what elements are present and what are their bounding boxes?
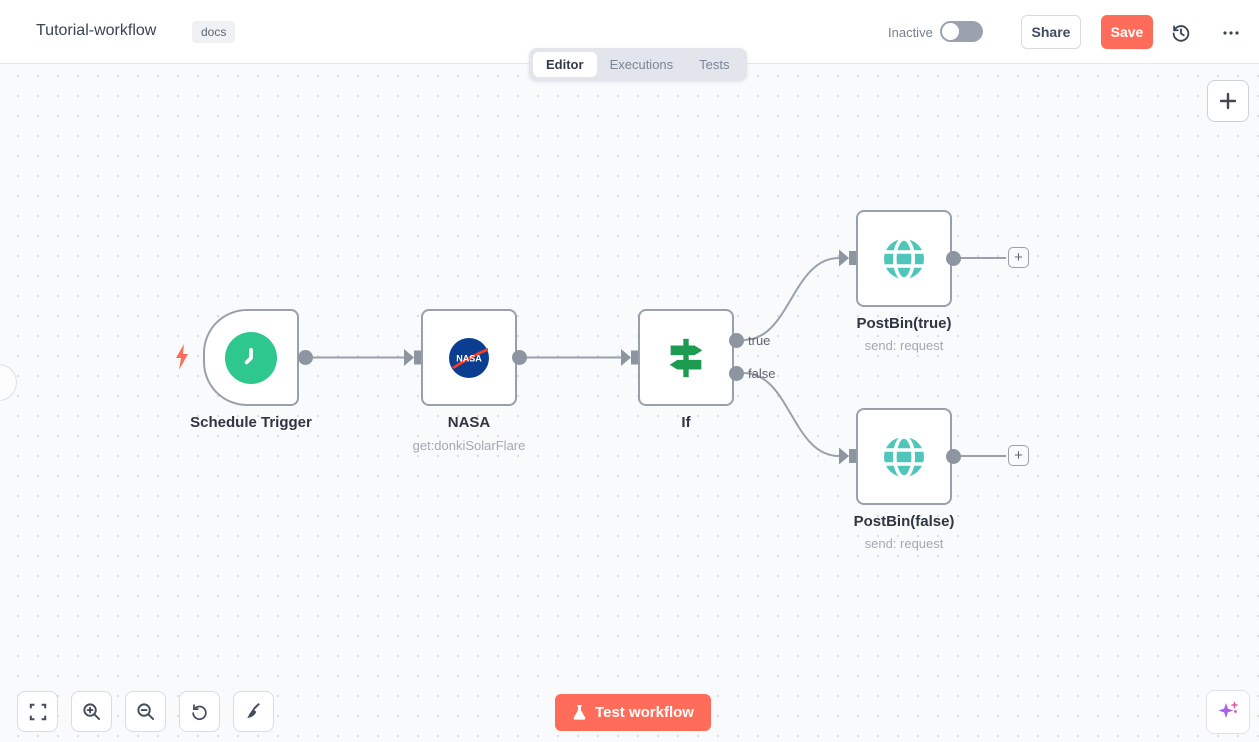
output-label-true: true xyxy=(748,333,771,348)
flask-icon xyxy=(573,705,586,720)
fit-view-button[interactable] xyxy=(17,691,58,732)
plus-icon xyxy=(1219,92,1237,110)
node-subtitle: send: request xyxy=(864,536,944,551)
globe-icon xyxy=(884,434,924,479)
node-nasa[interactable]: NASA xyxy=(421,309,517,406)
zoom-in-icon xyxy=(83,703,101,721)
ai-assistant-button[interactable] xyxy=(1206,690,1250,734)
output-port-false[interactable] xyxy=(729,365,744,381)
status-label: Inactive xyxy=(888,25,933,40)
toggle-knob xyxy=(942,23,959,40)
add-node-button[interactable] xyxy=(1207,80,1249,122)
test-workflow-button[interactable]: Test workflow xyxy=(555,694,711,731)
output-port[interactable] xyxy=(946,250,961,266)
output-port[interactable] xyxy=(946,448,961,464)
zoom-out-icon xyxy=(137,703,155,721)
workflow-canvas[interactable] xyxy=(0,64,1259,742)
svg-text:NASA: NASA xyxy=(456,353,482,363)
globe-icon xyxy=(884,236,924,281)
reset-zoom-button[interactable] xyxy=(179,691,220,732)
save-button[interactable]: Save xyxy=(1101,15,1153,49)
add-connected-node-button[interactable]: + xyxy=(1008,247,1029,268)
tidy-up-button[interactable] xyxy=(233,691,274,732)
output-port[interactable] xyxy=(298,350,313,365)
tab-executions[interactable]: Executions xyxy=(609,57,674,72)
active-toggle[interactable] xyxy=(940,21,983,42)
add-connected-node-button[interactable]: + xyxy=(1008,445,1029,466)
tab-tests[interactable]: Tests xyxy=(699,57,730,72)
node-label: Schedule Trigger xyxy=(190,414,312,431)
ellipsis-icon xyxy=(1223,31,1239,35)
zoom-in-button[interactable] xyxy=(71,691,112,732)
node-label: PostBin(true) xyxy=(856,315,952,332)
workflow-history-button[interactable] xyxy=(1168,20,1194,46)
share-button[interactable]: Share xyxy=(1021,15,1081,49)
ai-sparkle-icon xyxy=(1218,701,1238,718)
node-subtitle: send: request xyxy=(864,338,944,353)
zoom-out-button[interactable] xyxy=(125,691,166,732)
trigger-bolt-icon xyxy=(173,343,191,376)
output-port[interactable] xyxy=(512,350,527,365)
workflow-title[interactable]: Tutorial-workflow xyxy=(36,22,157,39)
nasa-logo-icon: NASA xyxy=(449,337,489,378)
node-postbin-false[interactable] xyxy=(856,408,952,505)
workflow-tag-docs[interactable]: docs xyxy=(192,21,236,43)
clock-history-icon xyxy=(1172,25,1190,42)
tidy-up-icon xyxy=(247,702,260,718)
node-label: PostBin(false) xyxy=(853,513,955,530)
node-subtitle: get:donkiSolarFlare xyxy=(412,438,526,453)
node-postbin-true[interactable] xyxy=(856,210,952,307)
node-schedule-trigger[interactable] xyxy=(203,309,299,406)
signpost-icon xyxy=(669,338,703,377)
tab-editor[interactable]: Editor xyxy=(533,52,597,77)
reset-zoom-icon xyxy=(192,704,207,720)
output-label-false: false xyxy=(748,366,776,381)
clock-icon xyxy=(225,331,277,384)
test-workflow-label: Test workflow xyxy=(595,704,694,721)
more-menu-button[interactable] xyxy=(1218,20,1244,46)
fit-view-icon xyxy=(29,703,46,720)
node-label: NASA xyxy=(447,414,491,431)
node-if[interactable] xyxy=(638,309,734,406)
view-tabs: Editor Executions Tests xyxy=(529,48,747,81)
node-label: If xyxy=(681,414,691,431)
output-port-true[interactable] xyxy=(729,332,744,348)
